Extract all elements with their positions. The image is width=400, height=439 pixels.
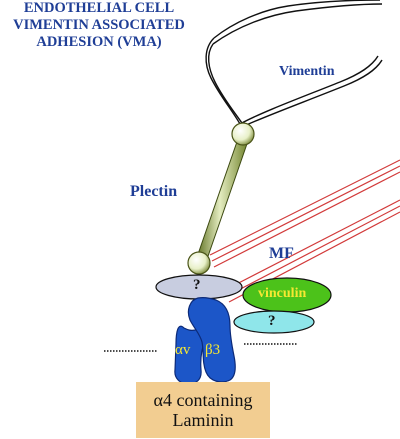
unknown-protein-bottom: [233, 310, 315, 334]
title-line-3: ADHESION (VMA): [36, 34, 162, 50]
laminin-label-line-1: α4 containing: [153, 390, 253, 410]
vinculin-label: vinculin: [258, 286, 307, 301]
laminin-label-line-2: Laminin: [172, 410, 234, 430]
plectin-bottom-head: [187, 251, 211, 275]
unknown-top-label: ?: [193, 277, 201, 293]
integrin-beta3: [187, 297, 236, 383]
alpha-v-label: αv: [175, 342, 191, 358]
title-line-2: VIMENTIN ASSOCIATED: [13, 17, 185, 33]
diagram-title: ENDOTHELIAL CELL VIMENTIN ASSOCIATED ADH…: [0, 0, 198, 51]
plectin-top-head: [231, 122, 255, 146]
unknown-bottom-label: ?: [268, 313, 276, 329]
integrin-alpha-v: [174, 325, 206, 385]
plectin-label: Plectin: [130, 183, 178, 200]
plectin-rod: [195, 135, 250, 263]
laminin-box: α4 containing Laminin: [136, 382, 270, 438]
vimentin-label: Vimentin: [279, 64, 335, 79]
laminin-label: α4 containing Laminin: [136, 390, 270, 430]
title-line-1: ENDOTHELIAL CELL: [23, 0, 175, 16]
vimentin-filament: [205, 0, 383, 127]
beta3-label: β3: [205, 342, 221, 358]
mf-label: MF: [269, 245, 294, 262]
